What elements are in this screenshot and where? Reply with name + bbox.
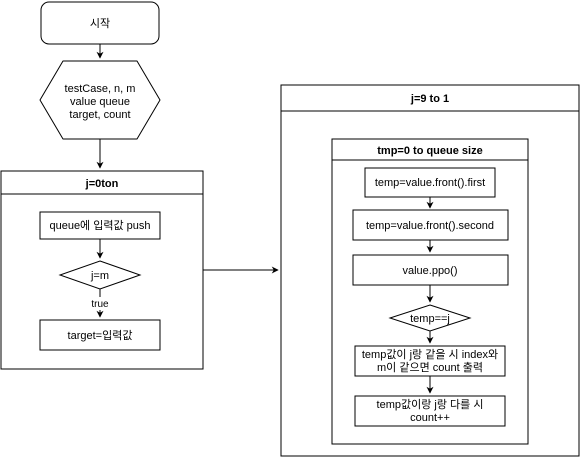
step-count-output-line-2: m이 같으면 count 출력 <box>377 361 483 374</box>
target-step: target=입력값 <box>39 319 161 351</box>
step-count-output: temp값이 j랑 같을 시 index와 m이 같으면 count 출력 <box>354 345 506 377</box>
push-step-label: queue에 입력값 push <box>49 219 150 232</box>
step-front-second: temp=value.front().second <box>352 209 509 241</box>
step-count-increment: temp값이랑 j랑 다를 시 count++ <box>354 395 506 427</box>
step-pop: value.ppo() <box>352 254 509 286</box>
decision-j-label: j=m <box>90 270 109 282</box>
start-label: 시작 <box>90 17 110 30</box>
init-line-1: testCase, n, m <box>65 83 136 95</box>
start-node: 시작 <box>40 1 160 45</box>
step-count-increment-line-2: count++ <box>410 412 450 424</box>
target-step-label: target=입력값 <box>68 329 133 342</box>
loop-j-title: j=0ton <box>85 178 119 190</box>
push-step: queue에 입력값 push <box>39 211 161 240</box>
loop-outer-title: j=9 to 1 <box>410 93 449 105</box>
init-line-3: target, count <box>69 109 130 121</box>
step-front-second-label: temp=value.front().second <box>366 220 494 232</box>
init-line-2: value queue <box>70 96 130 108</box>
step-count-increment-line-1: temp값이랑 j랑 다를 시 <box>377 398 484 411</box>
step-front-first: temp=value.front().first <box>364 167 496 198</box>
decision-j-eq-m: j=m <box>58 260 142 290</box>
step-count-output-line-1: temp값이 j랑 같을 시 index와 <box>362 348 498 361</box>
decision-temp-label: temp==j <box>410 313 450 325</box>
true-branch-label: true <box>91 299 109 310</box>
loop-inner-title: tmp=0 to queue size <box>377 145 482 157</box>
step-front-first-label: temp=value.front().first <box>375 177 485 189</box>
step-pop-label: value.ppo() <box>402 265 457 277</box>
init-node: testCase, n, m value queue target, count <box>39 60 161 140</box>
